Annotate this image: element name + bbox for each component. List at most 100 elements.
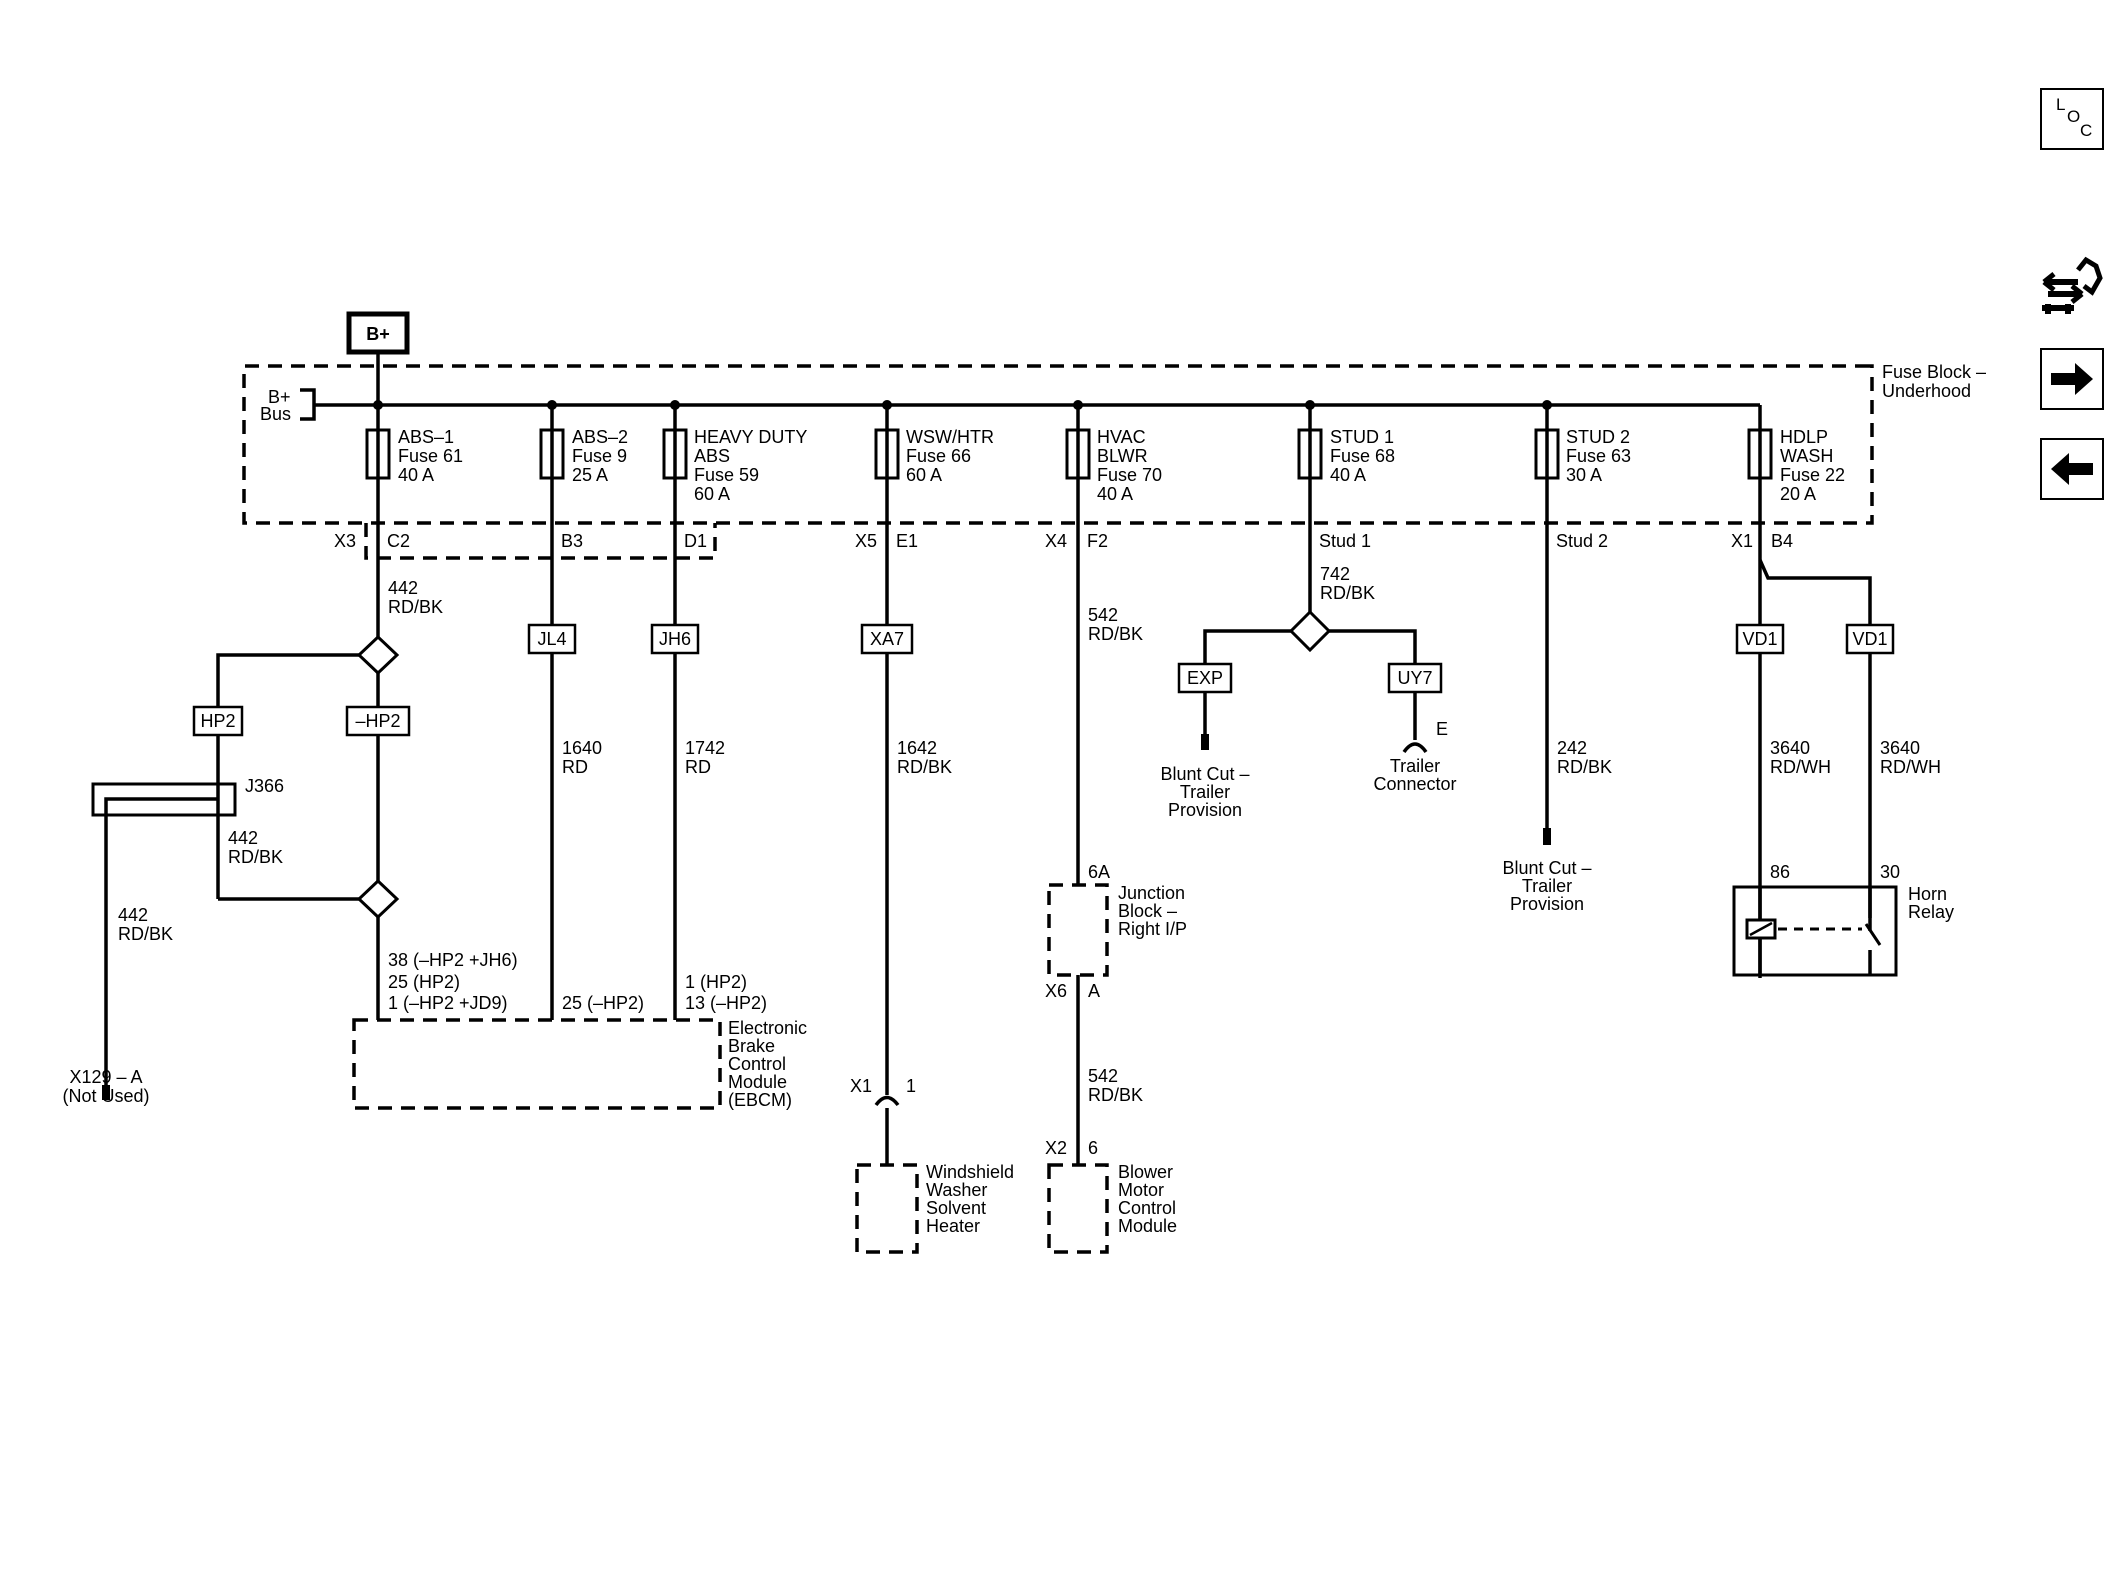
fuse-hvac-blwr: HVAC BLWR Fuse 70 40 A bbox=[1065, 405, 1162, 504]
component-view-button[interactable] bbox=[2038, 252, 2106, 324]
svg-text:STUD 2: STUD 2 bbox=[1566, 427, 1630, 447]
svg-text:1 (–HP2 +JD9): 1 (–HP2 +JD9) bbox=[388, 993, 508, 1013]
x129-not-used: (Not Used) bbox=[62, 1086, 149, 1106]
svg-text:13 (–HP2): 13 (–HP2) bbox=[685, 993, 767, 1013]
svg-text:RD: RD bbox=[562, 757, 588, 777]
trailer-connector-label: Trailer bbox=[1390, 756, 1440, 776]
svg-text:RD/WH: RD/WH bbox=[1880, 757, 1941, 777]
option-hp2: HP2 bbox=[200, 711, 235, 731]
svg-text:Fuse 22: Fuse 22 bbox=[1780, 465, 1845, 485]
location-button[interactable]: L O C bbox=[2040, 88, 2104, 150]
svg-text:Control: Control bbox=[1118, 1198, 1176, 1218]
svg-text:442: 442 bbox=[228, 828, 258, 848]
splice-stud1 bbox=[1288, 609, 1332, 653]
fuse-heavy-duty-abs: HEAVY DUTY ABS Fuse 59 60 A bbox=[662, 405, 807, 504]
conn-c2: C2 bbox=[387, 531, 410, 551]
svg-text:RD/BK: RD/BK bbox=[1320, 583, 1375, 603]
svg-text:1 (HP2): 1 (HP2) bbox=[685, 972, 747, 992]
svg-text:WSW/HTR: WSW/HTR bbox=[906, 427, 994, 447]
svg-text:E: E bbox=[1436, 719, 1448, 739]
conn-e1: E1 bbox=[896, 531, 918, 551]
option-uy7: UY7 bbox=[1397, 668, 1432, 688]
svg-text:RD/WH: RD/WH bbox=[1770, 757, 1831, 777]
option-not-hp2: –HP2 bbox=[355, 711, 400, 731]
svg-text:STUD 1: STUD 1 bbox=[1330, 427, 1394, 447]
svg-text:RD/BK: RD/BK bbox=[1088, 1085, 1143, 1105]
svg-text:X1: X1 bbox=[850, 1076, 872, 1096]
svg-text:Fuse 59: Fuse 59 bbox=[694, 465, 759, 485]
next-page-button[interactable] bbox=[2040, 348, 2104, 410]
svg-text:30: 30 bbox=[1880, 862, 1900, 882]
conn-stud2: Stud 2 bbox=[1556, 531, 1608, 551]
blunt-cut-1: Blunt Cut – bbox=[1160, 764, 1249, 784]
conn-x1: X1 bbox=[1731, 531, 1753, 551]
svg-text:Brake: Brake bbox=[728, 1036, 775, 1056]
svg-text:542: 542 bbox=[1088, 605, 1118, 625]
junction-block-outline bbox=[1047, 883, 1109, 977]
svg-text:86: 86 bbox=[1770, 862, 1790, 882]
svg-text:1640: 1640 bbox=[562, 738, 602, 758]
svg-text:RD/BK: RD/BK bbox=[1557, 757, 1612, 777]
svg-text:Connector: Connector bbox=[1373, 774, 1456, 794]
arrow-right-icon bbox=[2051, 363, 2093, 395]
svg-text:HDLP: HDLP bbox=[1780, 427, 1828, 447]
splice-bottom bbox=[356, 878, 400, 920]
x3-connector-outline bbox=[364, 523, 717, 560]
svg-text:Provision: Provision bbox=[1168, 800, 1242, 820]
j366-label: J366 bbox=[245, 776, 284, 796]
wrench-arrows-icon bbox=[2042, 256, 2103, 314]
conn-d1: D1 bbox=[684, 531, 707, 551]
svg-text:242: 242 bbox=[1557, 738, 1587, 758]
svg-text:Right I/P: Right I/P bbox=[1118, 919, 1187, 939]
svg-text:25 (HP2): 25 (HP2) bbox=[388, 972, 460, 992]
fuse-wsw-htr: WSW/HTR Fuse 66 60 A bbox=[874, 405, 994, 485]
svg-text:(EBCM): (EBCM) bbox=[728, 1090, 792, 1110]
blunt-cut-2: Blunt Cut – bbox=[1502, 858, 1591, 878]
conn-x3: X3 bbox=[334, 531, 356, 551]
svg-text:Control: Control bbox=[728, 1054, 786, 1074]
svg-text:X2: X2 bbox=[1045, 1138, 1067, 1158]
svg-text:A: A bbox=[1088, 981, 1100, 1001]
previous-page-button[interactable] bbox=[2040, 438, 2104, 500]
fuse-block-label-1: Fuse Block – bbox=[1882, 362, 1986, 382]
conn-stud1: Stud 1 bbox=[1319, 531, 1371, 551]
fuse-stud-1: STUD 1 Fuse 68 40 A bbox=[1297, 405, 1395, 485]
j366-box bbox=[91, 782, 237, 817]
svg-text:Module: Module bbox=[1118, 1216, 1177, 1236]
conn-x5: X5 bbox=[855, 531, 877, 551]
blower-module-label: Blower bbox=[1118, 1162, 1173, 1182]
x129-label: X129 – A bbox=[69, 1067, 142, 1087]
svg-text:6A: 6A bbox=[1088, 862, 1110, 882]
svg-text:RD: RD bbox=[685, 757, 711, 777]
svg-text:Fuse 9: Fuse 9 bbox=[572, 446, 627, 466]
svg-text:3640: 3640 bbox=[1770, 738, 1810, 758]
svg-text:Heater: Heater bbox=[926, 1216, 980, 1236]
svg-text:742: 742 bbox=[1320, 564, 1350, 584]
svg-text:40 A: 40 A bbox=[1330, 465, 1366, 485]
svg-text:ABS–1: ABS–1 bbox=[398, 427, 454, 447]
svg-text:542: 542 bbox=[1088, 1066, 1118, 1086]
option-xa7: XA7 bbox=[870, 629, 904, 649]
svg-text:ABS–2: ABS–2 bbox=[572, 427, 628, 447]
svg-text:RD/BK: RD/BK bbox=[1088, 624, 1143, 644]
fuse-abs-2: ABS–2 Fuse 9 25 A bbox=[539, 405, 628, 485]
svg-text:25 A: 25 A bbox=[572, 465, 608, 485]
svg-text:BLWR: BLWR bbox=[1097, 446, 1148, 466]
blower-module-outline bbox=[1047, 1163, 1109, 1254]
fuse-block-label-2: Underhood bbox=[1882, 381, 1971, 401]
ebcm-outline bbox=[352, 1018, 722, 1110]
svg-text:RD/BK: RD/BK bbox=[388, 597, 443, 617]
washer-heater-label: Windshield bbox=[926, 1162, 1014, 1182]
svg-text:20 A: 20 A bbox=[1780, 484, 1816, 504]
svg-text:HEAVY DUTY: HEAVY DUTY bbox=[694, 427, 807, 447]
option-vd1-b: VD1 bbox=[1852, 629, 1887, 649]
svg-text:3640: 3640 bbox=[1880, 738, 1920, 758]
option-vd1-a: VD1 bbox=[1742, 629, 1777, 649]
conn-f2: F2 bbox=[1087, 531, 1108, 551]
svg-text:Fuse 68: Fuse 68 bbox=[1330, 446, 1395, 466]
splice-top bbox=[356, 634, 400, 676]
svg-text:Module: Module bbox=[728, 1072, 787, 1092]
svg-text:Relay: Relay bbox=[1908, 902, 1954, 922]
svg-text:Trailer: Trailer bbox=[1522, 876, 1572, 896]
